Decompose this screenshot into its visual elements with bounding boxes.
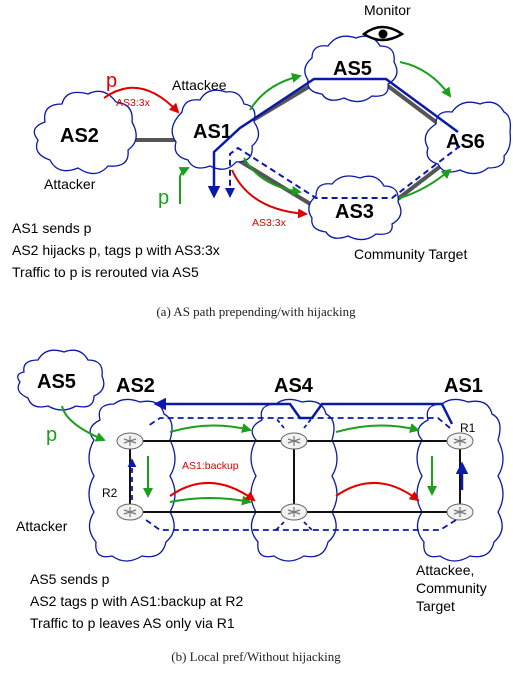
- cloud-label: AS3: [335, 201, 374, 223]
- note-line: Traffic to p is rerouted via AS5: [12, 264, 199, 280]
- dashed-route: [147, 417, 451, 429]
- announce-as3-to-as6: [399, 168, 452, 199]
- original-path-via-as3: [225, 145, 461, 199]
- tagged-as4-to-as1: [335, 482, 420, 502]
- traffic-path-via-as5: [207, 77, 459, 199]
- caption-a: (a) AS path prepending/with hijacking: [156, 304, 356, 319]
- prefix-label-red: p: [106, 70, 117, 92]
- cloud-label: AS5: [37, 371, 76, 393]
- tagged-as2-to-as4: [169, 482, 256, 502]
- cloud-as3: AS3: [308, 175, 402, 241]
- note-line: Traffic to p leaves AS only via R1: [30, 615, 235, 631]
- announce-origin-as1: [178, 167, 190, 204]
- router-icon: [116, 503, 144, 521]
- prefix-label-green: p: [158, 187, 169, 209]
- note-line: AS2 hijacks p, tags p with AS3:3x: [12, 242, 220, 258]
- cloud-as5-bottom: AS5: [17, 349, 105, 411]
- note-line: AS2 tags p with AS1:backup at R2: [30, 593, 243, 609]
- router-icon: [446, 432, 474, 450]
- caption-b: (b) Local pref/Without hijacking: [171, 649, 341, 664]
- prefix-label-green: p: [46, 424, 57, 446]
- attackee-label: Community: [416, 580, 487, 596]
- top-diagram: AS2 AS1 AS5 AS3 AS6: [12, 2, 512, 319]
- announce-as5-to-as2: [61, 405, 106, 442]
- announce-as2-to-as4-top: [169, 423, 252, 433]
- announce-as2-to-as4-bottom: [169, 495, 252, 506]
- hijack-as2-to-as1: [103, 86, 180, 114]
- cloud-as1: AS1: [171, 89, 260, 170]
- cloud-label: AS5: [333, 58, 372, 80]
- attacker-label: Attacker: [16, 518, 68, 534]
- router-r2-label: R2: [102, 486, 118, 500]
- cloud-as5: AS5: [304, 35, 398, 103]
- as2-label: AS2: [116, 375, 155, 397]
- router-r1-label: R1: [460, 421, 476, 435]
- router-icon: [446, 503, 474, 521]
- community-target-label: Community Target: [354, 246, 467, 262]
- cloud-label: AS1: [193, 121, 232, 143]
- tag-as1-backup: AS1:backup: [182, 460, 239, 472]
- bottom-diagram: AS5: [16, 349, 504, 664]
- cloud-label: AS2: [60, 125, 99, 147]
- note-line: AS5 sends p: [30, 571, 110, 587]
- router-icon: [280, 503, 308, 521]
- attackee-label: Attackee: [172, 77, 227, 93]
- announce-as1-to-as3: [243, 157, 302, 196]
- router-icon: [116, 432, 144, 450]
- as4-label: AS4: [274, 375, 314, 397]
- cloud-as6: AS6: [424, 101, 512, 175]
- eye-icon: [361, 25, 405, 42]
- cloud-as2: AS2: [33, 90, 137, 175]
- note-line: AS1 sends p: [12, 220, 92, 236]
- tag-as2: AS3:3x: [116, 97, 151, 109]
- announce-as4-to-as1-top: [335, 423, 420, 433]
- announce-as1-to-as5: [249, 72, 302, 111]
- as1-label: AS1: [444, 375, 483, 397]
- attacker-label: Attacker: [44, 176, 96, 192]
- attackee-label: Target: [416, 598, 455, 614]
- attackee-label: Attackee,: [416, 562, 474, 578]
- hijack-as1-to-as3: [231, 169, 308, 219]
- cloud-label: AS6: [446, 131, 485, 153]
- link-as3-as6: [388, 160, 448, 207]
- monitor-label: Monitor: [364, 2, 411, 18]
- announce-as5-to-as6: [399, 61, 452, 98]
- tag-as3: AS3:3x: [252, 217, 287, 229]
- link-as5-as6: [386, 84, 442, 127]
- router-icon: [280, 432, 308, 450]
